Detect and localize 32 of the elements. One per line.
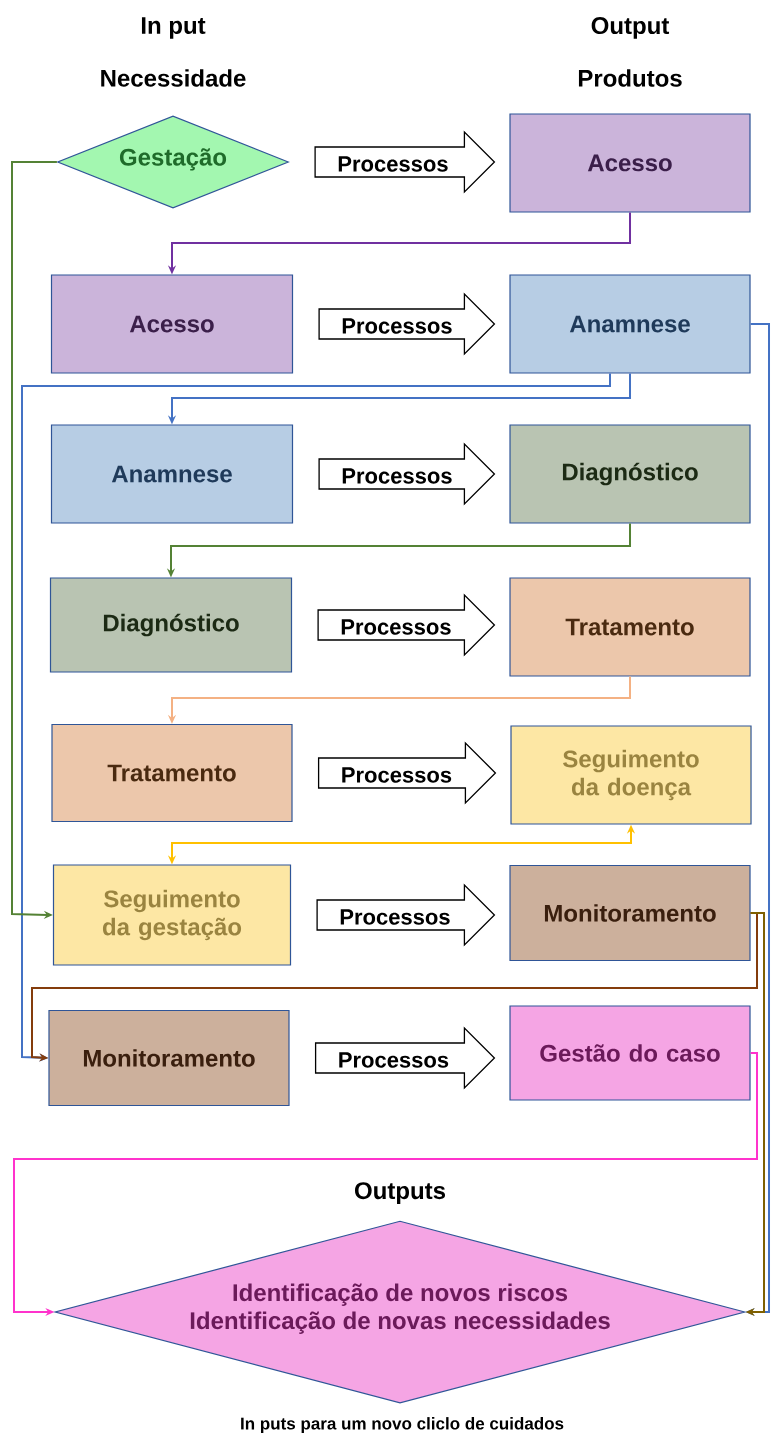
column-heading: In put xyxy=(141,17,206,39)
process-box: Monitoramento xyxy=(48,1009,290,1107)
process-box: Seguimento da gestação xyxy=(52,864,292,966)
block-arrow xyxy=(318,292,496,356)
process-box: Tratamento xyxy=(51,723,293,823)
block-arrow xyxy=(316,883,496,947)
edge-label: Processos xyxy=(338,156,448,172)
edge-label: Processos xyxy=(342,318,452,334)
process-box: Diagnóstico xyxy=(509,424,751,524)
block-arrow xyxy=(314,1026,496,1090)
process-box: Anamnese xyxy=(509,274,751,374)
process-box: Tratamento xyxy=(509,577,751,677)
edge-label: Processos xyxy=(341,619,451,635)
process-box: Acesso xyxy=(50,274,294,374)
block-arrow xyxy=(318,442,496,506)
process-box: Seguimento da doença xyxy=(510,725,752,825)
edge-label: Processos xyxy=(342,468,452,484)
block-arrow xyxy=(317,741,497,805)
process-box: Diagnóstico xyxy=(49,577,293,673)
column-heading: Necessidade xyxy=(101,69,246,87)
process-box: Acesso xyxy=(509,113,751,213)
process-box: Anamnese xyxy=(50,424,294,524)
edge-label: Processos xyxy=(342,767,452,783)
block-arrow xyxy=(314,130,496,194)
process-box: Gestão do caso xyxy=(509,1005,751,1101)
edge-label: Processos xyxy=(340,909,450,925)
block-arrow xyxy=(317,593,496,657)
column-heading: Produtos xyxy=(578,69,682,87)
column-heading: Output xyxy=(591,17,670,39)
diamond-heading: Outputs xyxy=(355,1182,445,1204)
edge-label: Processos xyxy=(339,1052,449,1068)
process-box: Monitoramento xyxy=(509,864,751,962)
